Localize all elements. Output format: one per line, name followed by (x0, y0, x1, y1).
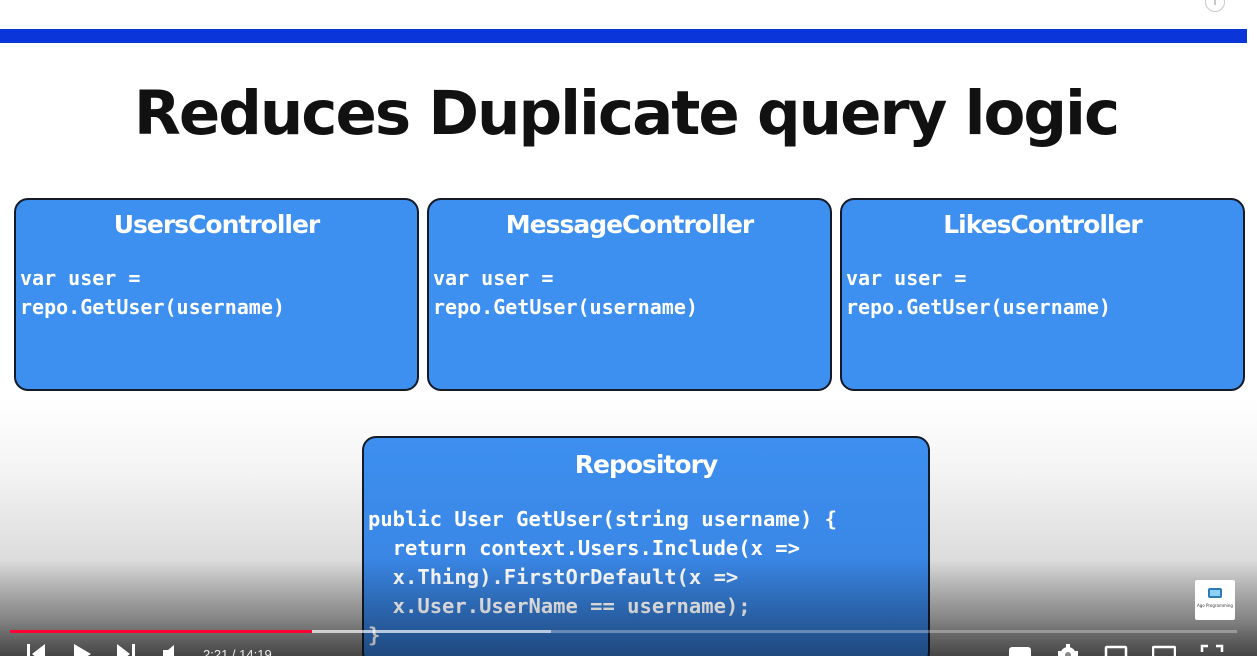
box-title: LikesController (943, 210, 1143, 239)
progress-bar[interactable] (10, 630, 1237, 633)
info-icon[interactable] (1205, 0, 1225, 12)
subtitles-icon (1009, 647, 1031, 656)
next-button[interactable] (114, 642, 138, 656)
time-separator: / (228, 647, 240, 656)
subtitles-button[interactable] (1008, 642, 1032, 656)
code-snippet: var user = repo.GetUser(username) (433, 266, 698, 319)
users-controller-box: UsersController var user = repo.GetUser(… (14, 198, 419, 391)
code-snippet: var user = repo.GetUser(username) (20, 266, 285, 319)
current-time: 2:21 (203, 647, 229, 656)
theater-mode-button[interactable] (1152, 642, 1176, 656)
next-icon (117, 644, 135, 656)
monitor-icon (1208, 588, 1222, 598)
fullscreen-icon (1200, 644, 1224, 652)
likes-controller-box: LikesController var user = repo.GetUser(… (840, 198, 1245, 391)
code-snippet: public User GetUser(string username) { r… (368, 507, 837, 647)
miniplayer-icon (1104, 645, 1128, 656)
previous-icon (27, 644, 45, 656)
volume-icon (163, 645, 174, 656)
slide-accent-bar (0, 29, 1247, 43)
time-display: 2:21 / 14:19 (203, 647, 272, 656)
fullscreen-button[interactable] (1200, 642, 1224, 656)
code-snippet: var user = repo.GetUser(username) (846, 266, 1111, 319)
settings-button[interactable] (1056, 642, 1080, 656)
box-title: UsersController (113, 210, 321, 239)
previous-button[interactable] (24, 642, 48, 656)
box-title: Repository (574, 450, 718, 479)
miniplayer-button[interactable] (1104, 642, 1128, 656)
settings-icon (1058, 644, 1078, 656)
volume-button[interactable] (160, 642, 184, 656)
theater-icon (1152, 645, 1176, 656)
message-controller-box: MessageController var user = repo.GetUse… (427, 198, 832, 391)
slide-title: Reduces Duplicate query logic (133, 78, 1120, 149)
repository-box: Repository public User GetUser(string us… (362, 436, 930, 656)
progress-played (10, 630, 312, 633)
channel-watermark[interactable]: Ago Programming (1195, 580, 1235, 620)
channel-logo-text: Ago Programming (1197, 603, 1233, 608)
total-duration: 14:19 (239, 647, 272, 656)
play-icon (74, 644, 91, 656)
box-title: MessageController (505, 210, 755, 239)
play-button[interactable] (70, 642, 94, 656)
